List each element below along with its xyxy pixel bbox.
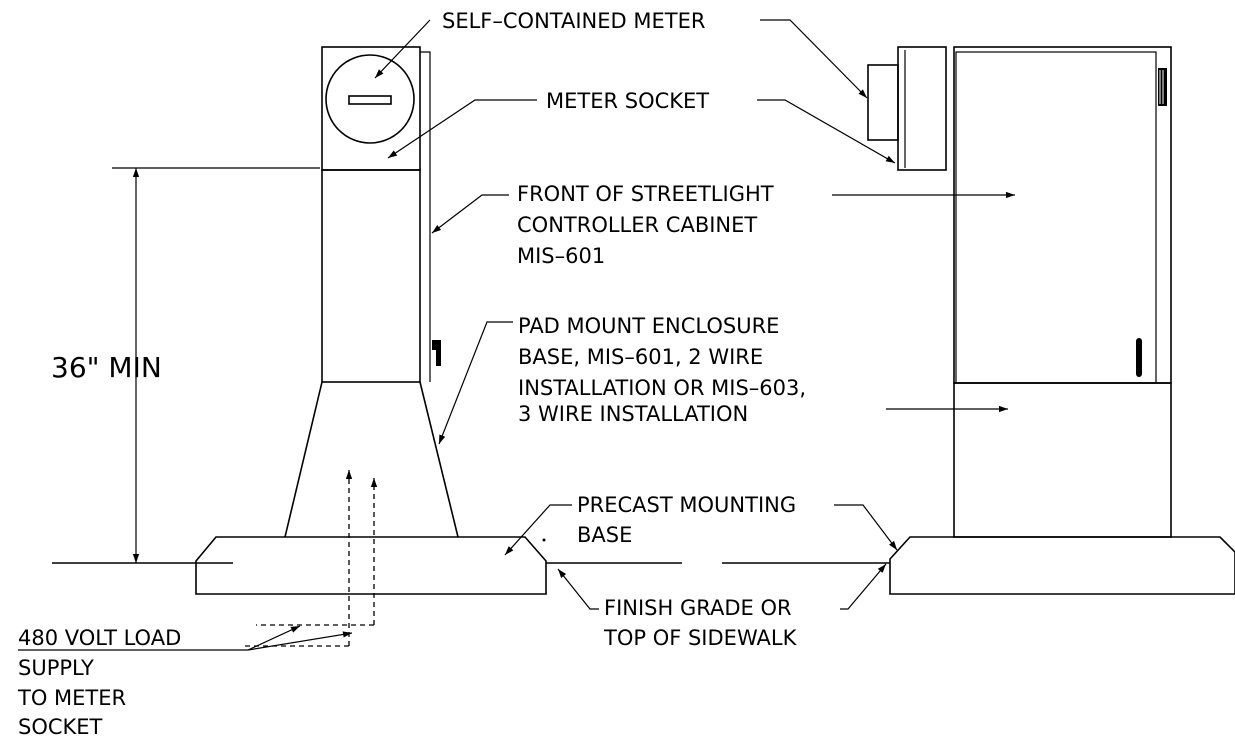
label-supply-line1: 480 VOLT LOAD (18, 626, 181, 650)
label-meter-socket: METER SOCKET (546, 89, 709, 113)
cabinet-base-front (953, 382, 1172, 538)
label-precast-line2: BASE (577, 523, 632, 547)
label-front-line3: MIS–601 (517, 244, 605, 268)
enclosure-base (284, 381, 323, 538)
meter-socket-box (321, 46, 421, 171)
label-self-contained-meter: SELF–CONTAINED METER (442, 9, 705, 33)
dimension-text: 36" MIN (51, 351, 162, 384)
door-handle (432, 340, 441, 366)
side-meter-socket (897, 46, 947, 171)
door-latch (1136, 338, 1142, 377)
meter-dial (325, 54, 415, 144)
label-precast-line1: PRECAST MOUNTING (577, 493, 796, 517)
precast-base-left (195, 536, 547, 595)
side-view-cabinet (284, 46, 459, 538)
dimension-36in: 36" MIN (51, 167, 320, 563)
side-meter-box (867, 64, 899, 141)
front-view-cabinet (867, 46, 1172, 538)
cabinet-front-body (953, 46, 1172, 384)
label-pad-line2: BASE, MIS–601, 2 WIRE (518, 345, 763, 369)
label-front-line1: FRONT OF STREETLIGHT (517, 182, 774, 206)
label-supply-line2: SUPPLY (18, 656, 94, 680)
label-supply-line3: TO METER (17, 686, 126, 710)
label-supply-line4: SOCKET (18, 715, 103, 739)
precast-base-right (889, 536, 1235, 595)
conduits (244, 470, 378, 647)
label-pad-line3: INSTALLATION OR MIS–603, (518, 376, 806, 400)
hinge (1158, 68, 1167, 106)
label-finish-line1: FINISH GRADE OR (604, 596, 792, 620)
label-pad-line1: PAD MOUNT ENCLOSURE (518, 314, 779, 338)
cabinet-door (955, 51, 1157, 384)
meter-dial-slot (348, 95, 392, 105)
label-front-line2: CONTROLLER CABINET (517, 213, 757, 237)
label-finish-line2: TOP OF SIDEWALK (603, 626, 798, 650)
label-pad-line4: 3 WIRE INSTALLATION (518, 402, 748, 426)
cabinet-side-body (321, 169, 421, 383)
